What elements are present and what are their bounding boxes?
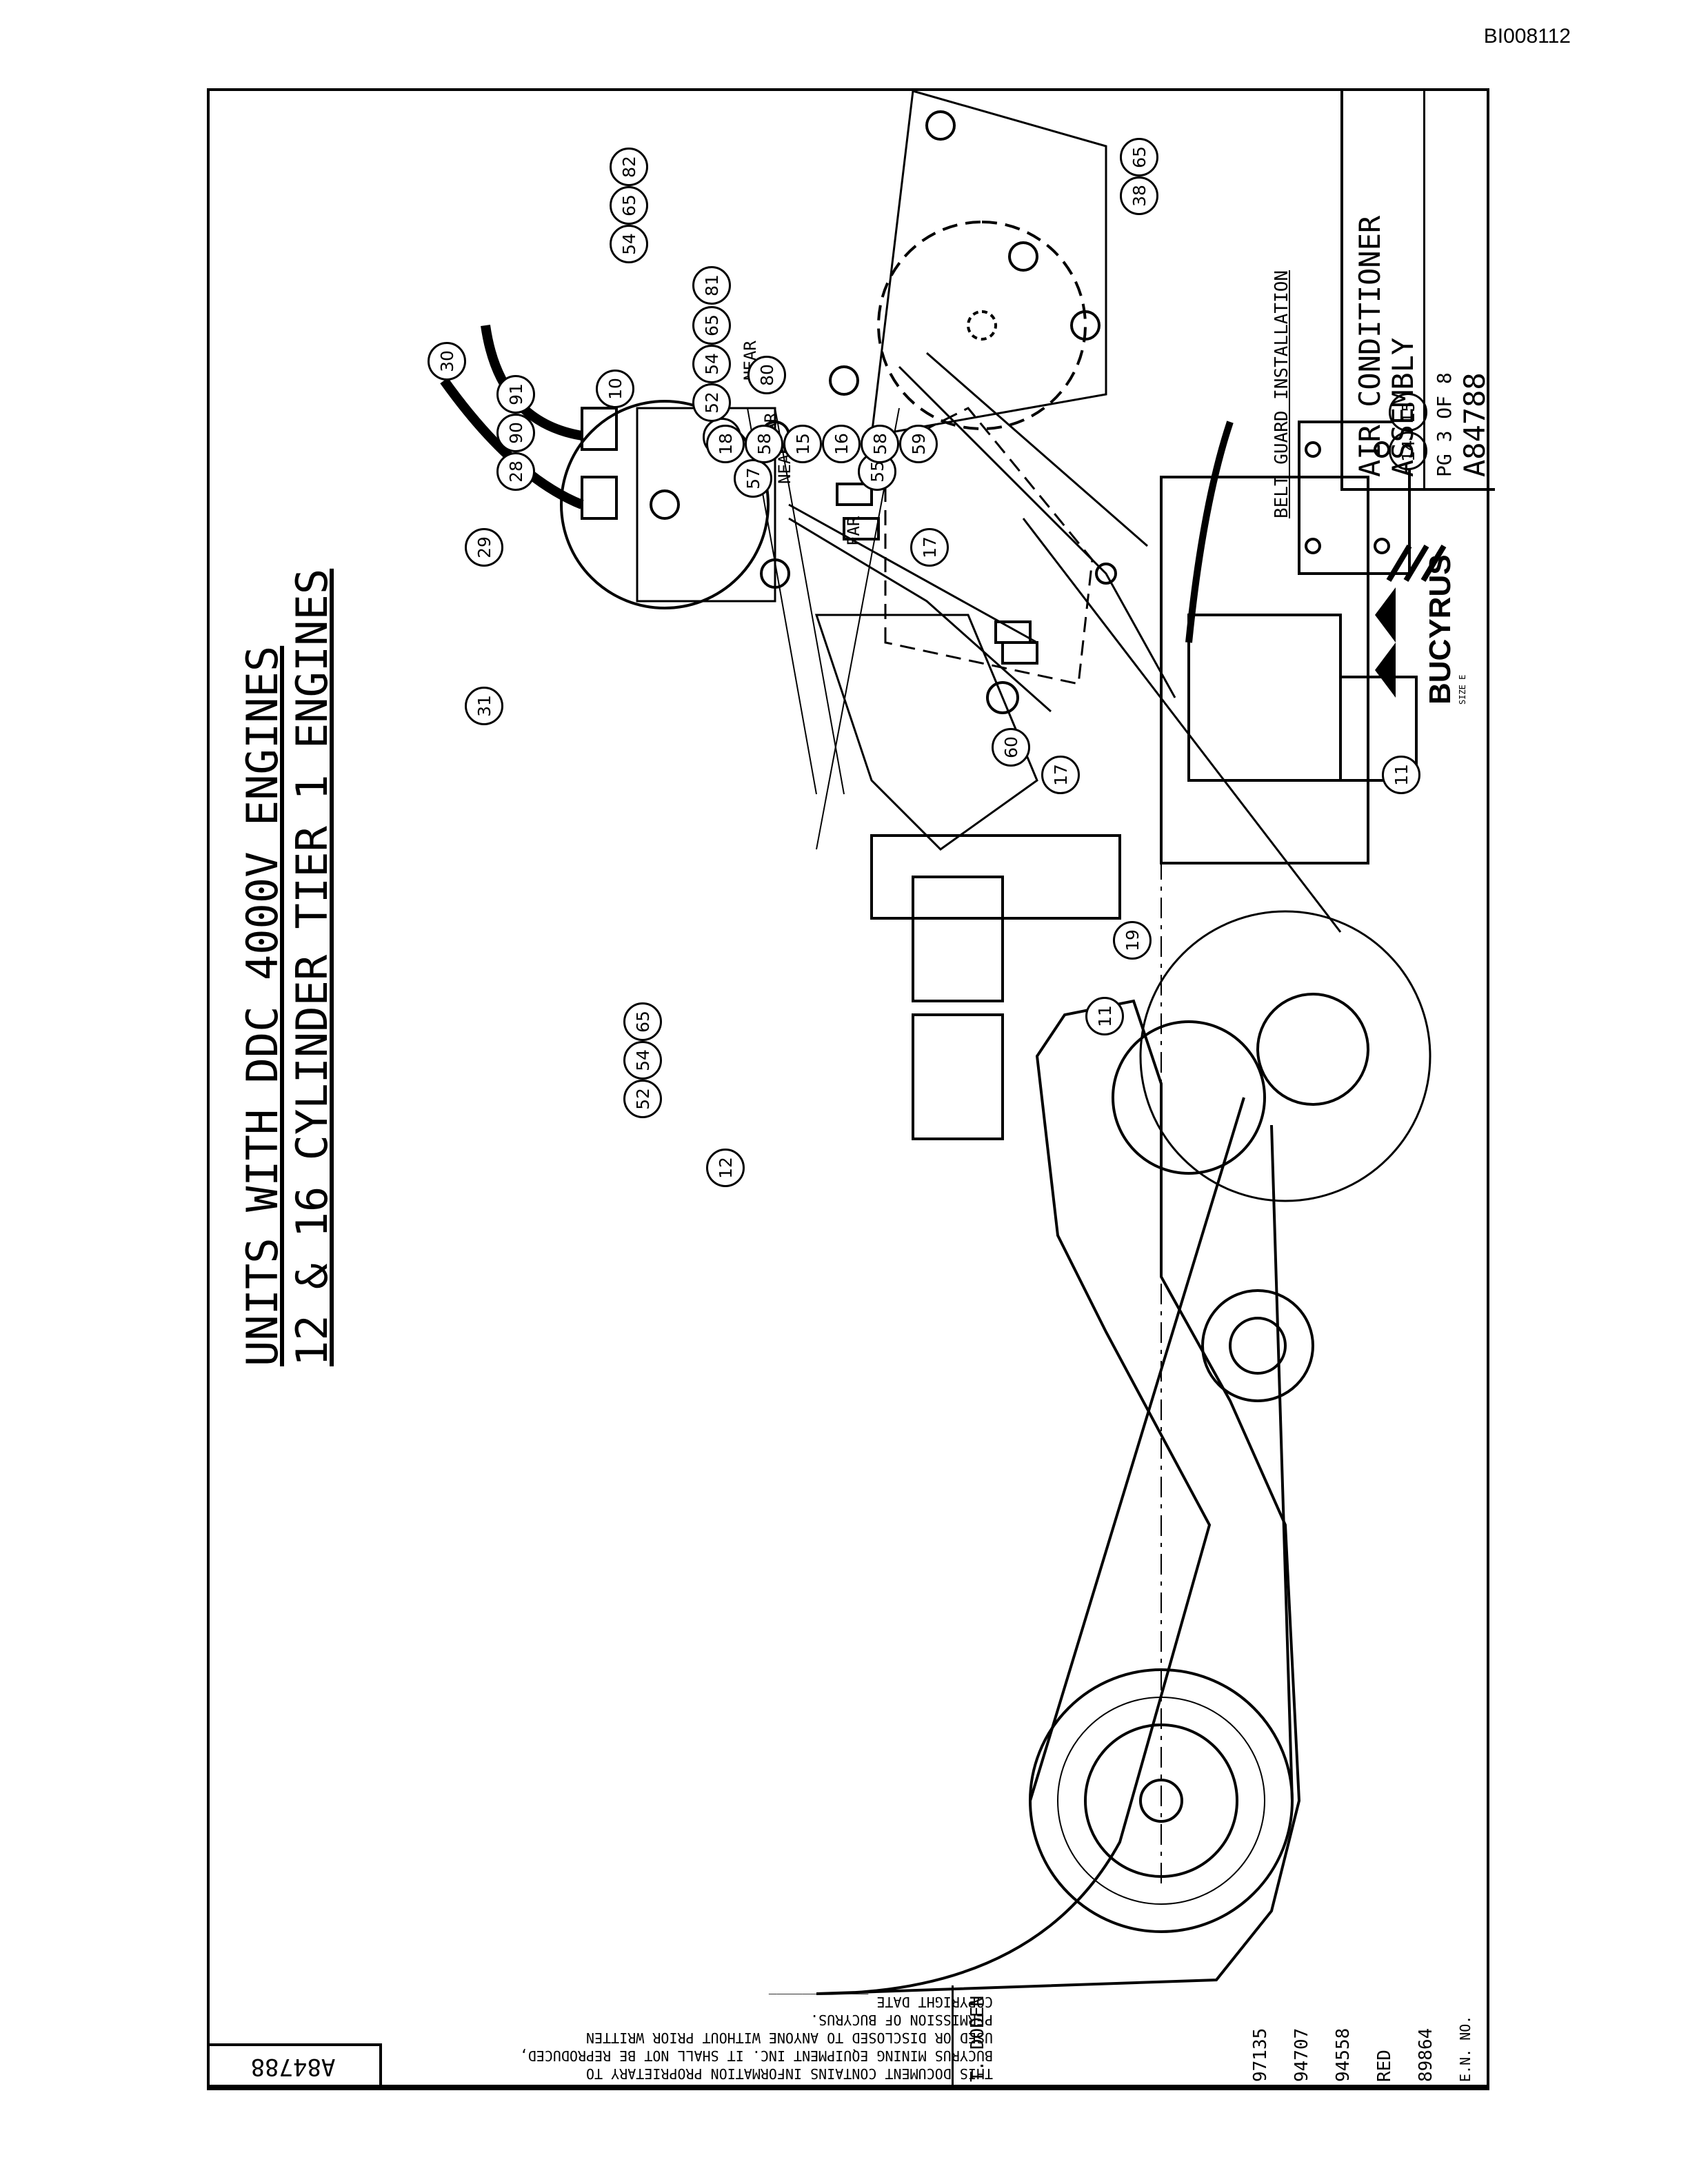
revision-row-5: 89864 xyxy=(1416,2028,1436,2082)
side-hose xyxy=(1185,421,1234,643)
ac-compressor-hub xyxy=(650,489,680,520)
inverted-notice-area xyxy=(210,91,1492,2090)
notice-line-3: USED OR DISCLOSED TO ANYONE WITHOUT PRIO… xyxy=(585,2030,993,2046)
bucyrus-logo: BUCYRUS SIZE E xyxy=(1368,532,1471,711)
fitting-28 xyxy=(581,407,618,451)
belt-line-b xyxy=(774,407,845,795)
revision-row-4: RED xyxy=(1374,2050,1395,2082)
bg-compressor xyxy=(877,221,1087,430)
side-bracket-14 xyxy=(1298,421,1411,575)
idler-pulley-inner xyxy=(1229,1317,1287,1375)
ac-compressor xyxy=(560,400,770,609)
side-block xyxy=(1160,476,1369,865)
bg-guard xyxy=(884,407,1094,685)
belt-guard-rod-lower xyxy=(788,503,1038,644)
drawn-by: T. DODEN xyxy=(967,1995,988,2082)
revision-row-3: 94558 xyxy=(1333,2028,1354,2082)
rotated-drawing: UNITS WITH DDC 4000V ENGINES 12 & 16 CYL… xyxy=(210,88,1495,2090)
bg-bracket xyxy=(870,91,1107,437)
drawing-sheet: UNITS WITH DDC 4000V ENGINES 12 & 16 CYL… xyxy=(207,88,1495,2090)
filter-canister-1 xyxy=(912,1013,1004,1140)
bg-rod-b xyxy=(926,352,1148,547)
filter-canister-2 xyxy=(912,876,1004,1002)
revision-row-1: 97135 xyxy=(1250,2028,1271,2082)
ac-compressor-overview xyxy=(1256,993,1369,1106)
revision-block: T. DODEN 97135 94707 94558 RED 89864 E.N… xyxy=(952,1985,1491,2087)
fitting-29 xyxy=(581,476,618,520)
idler-detail xyxy=(986,681,1019,714)
clamp-55 xyxy=(836,483,873,506)
line-art xyxy=(440,91,1431,1995)
drawing-no-box: A84788 xyxy=(207,2043,382,2087)
idler-pulley xyxy=(1201,1289,1314,1402)
bracket-plate xyxy=(870,834,1121,920)
document-id: BI008112 xyxy=(1483,25,1571,48)
drive-belt xyxy=(1029,1097,1294,1801)
revision-row-6: E.N. NO. xyxy=(1457,2015,1474,2082)
crank-pulley-center xyxy=(1139,1779,1183,1823)
clamp-17b xyxy=(1001,641,1038,665)
revision-row-2: 94707 xyxy=(1292,2028,1312,2082)
alternator xyxy=(1112,1020,1266,1175)
notice-line-2: BUCYRUS MINING EQUIPMENT INC. IT SHALL N… xyxy=(519,2048,993,2064)
bg-compressor-hub xyxy=(967,310,997,341)
clamp-17a xyxy=(843,517,880,540)
side-pulley xyxy=(1339,676,1418,782)
belt-guard-rod-upper xyxy=(788,517,1052,713)
detail-circle xyxy=(1139,910,1431,1202)
notice-line-1: THIS DOCUMENT CONTAINS INFORMATION PROPR… xyxy=(585,2065,993,2082)
drawing-no-box-text: A84788 xyxy=(250,2053,336,2081)
bg-rod-a xyxy=(898,365,1176,698)
